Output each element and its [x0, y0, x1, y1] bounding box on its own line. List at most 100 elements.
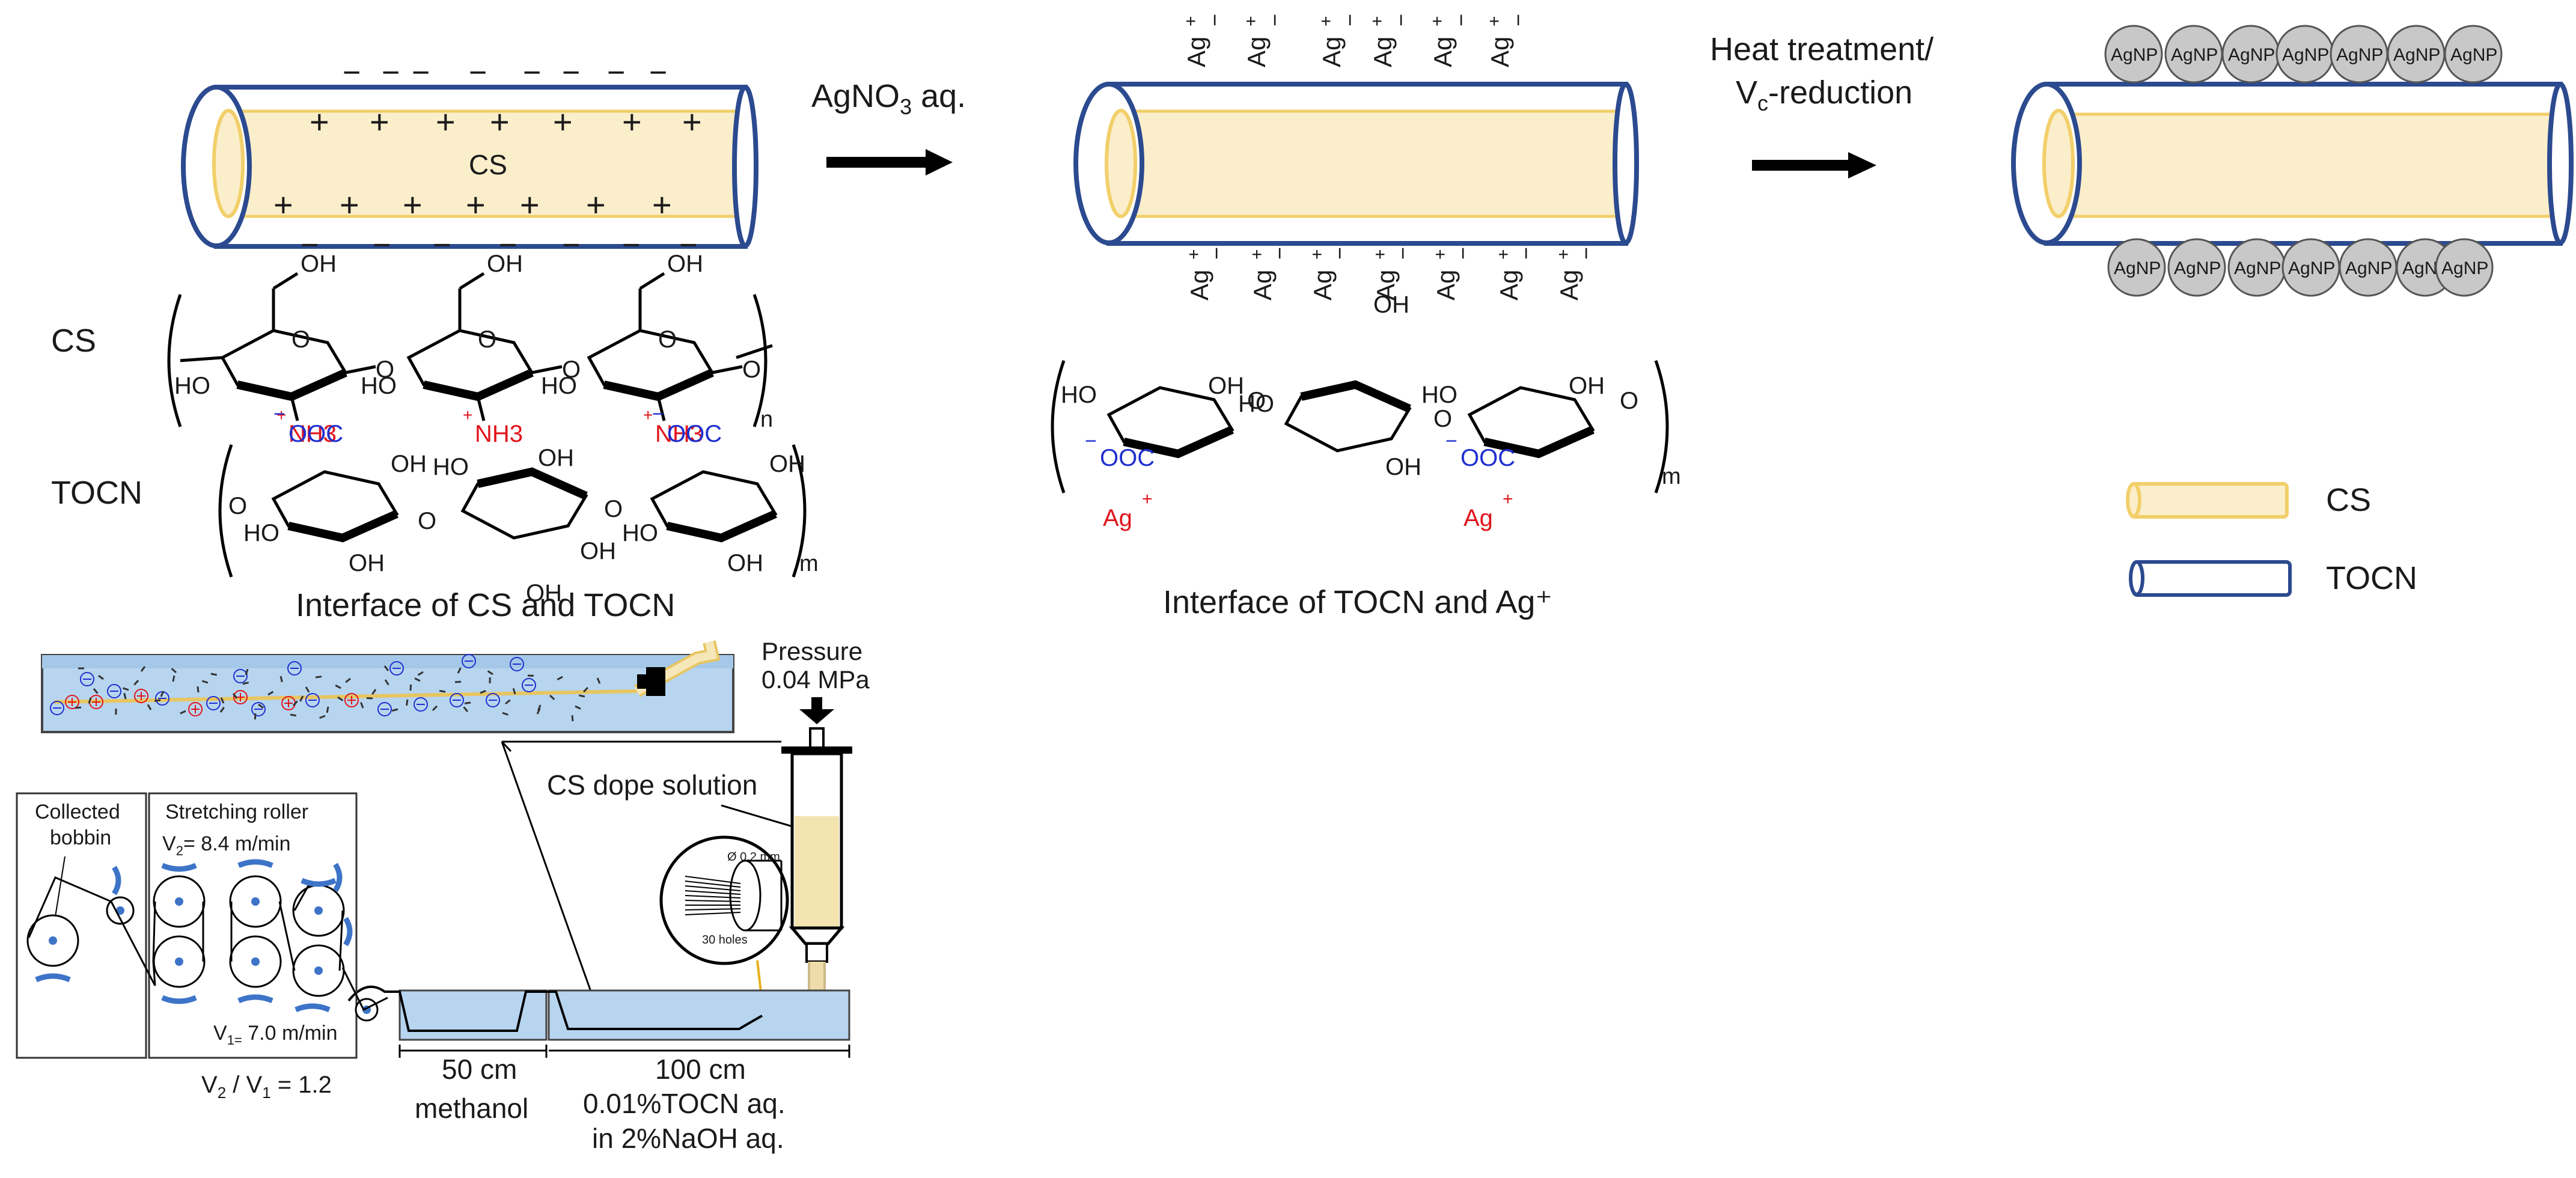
svg-text:OH: OH — [301, 251, 337, 277]
agnp-particle — [2107, 238, 2166, 297]
positive-charge: + — [682, 103, 702, 141]
pressure-line2: 0.04 MPa — [762, 665, 870, 694]
step2-label-line2: Vc-reduction — [1736, 75, 1912, 115]
svg-text:OH: OH — [769, 451, 805, 477]
negative-charge: − — [679, 228, 697, 263]
ag-ion: Ag+− — [1241, 14, 1287, 67]
dope-label: CS dope solution — [547, 769, 757, 801]
svg-text:OH: OH — [526, 580, 562, 606]
cs-sub-n: n — [760, 407, 773, 432]
svg-text:O: O — [291, 326, 310, 353]
v2-label: V2= 8.4 m/min — [162, 832, 291, 858]
svg-text:Ag: Ag — [1555, 270, 1583, 301]
svg-text:+: + — [1554, 249, 1573, 260]
anion — [233, 669, 248, 683]
svg-text:HO: HO — [622, 520, 658, 546]
svg-text:Ag: Ag — [1242, 37, 1271, 67]
cs-structure-title: CS — [51, 323, 96, 359]
agnp-particle — [2167, 238, 2226, 297]
svg-text:−: − — [1085, 430, 1097, 453]
svg-text:−: − — [1337, 14, 1362, 26]
roller-group — [26, 856, 388, 1022]
rotation-arrow-icon — [161, 995, 197, 1004]
svg-text:OH: OH — [487, 251, 523, 277]
negative-charge: − — [373, 228, 391, 263]
rotation-arrow-icon — [161, 862, 197, 872]
ag-ion: Ag+− — [1184, 247, 1228, 301]
bath2-line1: 0.01%TOCN aq. — [583, 1088, 786, 1119]
svg-text:OH: OH — [667, 251, 703, 277]
svg-text:+: + — [1142, 489, 1153, 509]
agnp-label: AgNP — [2345, 258, 2392, 278]
nozzle-diameter: Ø 0.2 mm — [727, 850, 780, 864]
svg-text:O: O — [228, 493, 247, 519]
step1-arrow: AgNO3 aq. — [811, 78, 966, 175]
anion — [522, 678, 536, 692]
svg-text:OH: OH — [1385, 454, 1421, 480]
ag-ion-group: Ag+−Ag+−Ag+−Ag+−Ag+−Ag+−Ag+−Ag+−Ag+−Ag+−… — [1181, 14, 1598, 301]
svg-text:Ag: Ag — [1369, 37, 1397, 67]
anion — [107, 684, 121, 698]
svg-text:+: + — [1430, 249, 1450, 260]
positive-charge: + — [622, 103, 642, 141]
svg-text:OH: OH — [727, 550, 763, 576]
svg-text:HO: HO — [361, 373, 397, 399]
agnp-label: AgNP — [2174, 258, 2221, 278]
cation — [344, 693, 359, 707]
svg-text:Ag: Ag — [1317, 37, 1346, 67]
anion — [206, 696, 221, 710]
svg-text:O: O — [742, 356, 761, 383]
anion — [450, 693, 464, 707]
anion — [510, 657, 524, 671]
ag-ion: Ag+− — [1427, 14, 1473, 67]
svg-text:HO: HO — [1238, 391, 1274, 417]
svg-text:+: + — [643, 406, 653, 424]
svg-text:Ag: Ag — [1486, 37, 1514, 67]
pressure-arrow-icon — [799, 709, 834, 724]
svg-text:−: − — [1573, 247, 1598, 260]
svg-text:Ag: Ag — [1432, 270, 1460, 301]
svg-text:O: O — [1620, 388, 1638, 414]
rotation-arrow-icon — [237, 994, 273, 1004]
svg-text:Ag: Ag — [1463, 505, 1493, 531]
cs-tocn-fiber: CS −−−−−−−−++++++++++++++−−−−−−− — [181, 55, 758, 263]
svg-text:OH: OH — [349, 550, 385, 576]
svg-text:−: − — [273, 403, 285, 426]
agnp-label: AgNP — [2234, 258, 2281, 278]
svg-text:+: + — [1181, 16, 1201, 26]
svg-text:−: − — [1388, 14, 1413, 26]
svg-text:OH: OH — [391, 451, 427, 477]
negative-charge: − — [433, 228, 451, 263]
nozzle-holes: 30 holes — [702, 933, 748, 947]
ag-ion: Ag+− — [1370, 247, 1415, 301]
svg-text:OH: OH — [580, 538, 616, 564]
legend-tocn: TOCN — [2129, 560, 2417, 597]
svg-text:Ag: Ag — [1182, 37, 1210, 67]
rotation-arrow-icon — [301, 877, 337, 887]
svg-text:O: O — [376, 356, 394, 383]
svg-text:O: O — [1433, 406, 1452, 432]
svg-text:NH3: NH3 — [655, 421, 703, 447]
svg-text:+: + — [463, 406, 472, 424]
negative-charge: − — [562, 55, 580, 90]
ag-ion: Ag +− — [1367, 14, 1413, 67]
svg-text:+: + — [1494, 249, 1513, 260]
svg-text:+: + — [1367, 16, 1387, 26]
agnp-particle — [2444, 25, 2503, 84]
agnp-label: AgNP — [2336, 45, 2383, 65]
ag-ion: Ag+− — [1316, 14, 1362, 67]
negative-charge: − — [469, 55, 487, 90]
svg-text:Ag: Ag — [1103, 505, 1132, 531]
svg-text:OOC: OOC — [667, 421, 722, 447]
svg-text:−: − — [1202, 14, 1227, 26]
svg-text:−: − — [1262, 14, 1287, 26]
rotation-arrow-icon — [333, 862, 343, 893]
svg-text:−: − — [1204, 247, 1228, 260]
cation — [65, 695, 79, 709]
cation — [188, 702, 203, 716]
positive-charge: + — [652, 186, 672, 224]
